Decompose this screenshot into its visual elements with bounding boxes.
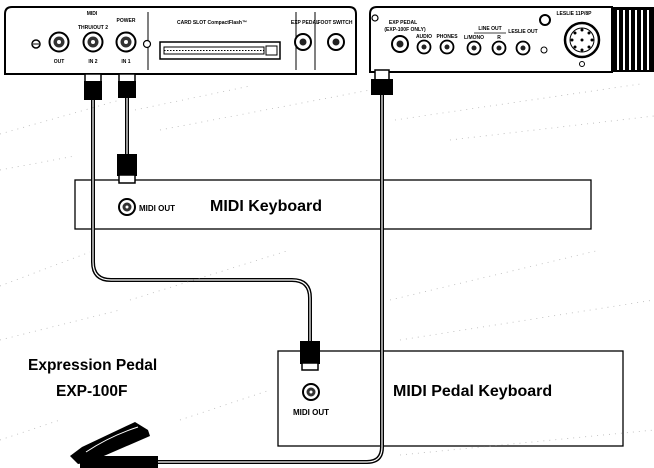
- background-dotted-lines: [0, 83, 654, 456]
- audio-jack[interactable]: [416, 39, 432, 55]
- line-type-label: LESLIE 11P/8P: [556, 11, 592, 17]
- rear-panel-right: EXP PEDAL (EXP-100F ONLY) AUDIO PHONES L…: [369, 6, 654, 73]
- screw-icon: [371, 14, 379, 22]
- exp-pedal-port-sublabel: (EXP-100F ONLY): [384, 27, 426, 33]
- line-out-l-jack[interactable]: [466, 40, 482, 56]
- plug-midi-in2: [84, 73, 102, 100]
- line-out-label: LINE OUT: [478, 26, 501, 32]
- midi-thru-label: THRU/OUT 2: [78, 25, 108, 31]
- midi-section-label: MIDI: [87, 11, 98, 17]
- cable-exp-pedal: [150, 93, 384, 464]
- midi-out-port[interactable]: [48, 31, 70, 53]
- midi-pedal-keyboard-box: [277, 350, 624, 447]
- expression-pedal-model-label: EXP-100F: [56, 383, 128, 400]
- midi-keyboard-box: [74, 179, 592, 230]
- plug-pedal-keyboard-midi-out: [300, 341, 320, 371]
- foot-switch-label: FOOT SWITCH: [318, 20, 353, 26]
- screw-icon: [540, 46, 548, 54]
- midi-out-port-label: OUT: [54, 59, 65, 65]
- midi-in-2-port[interactable]: [82, 31, 104, 53]
- midi-in-1-label: IN 1: [121, 59, 130, 65]
- power-switch-icon[interactable]: [539, 14, 551, 26]
- foot-switch-jack[interactable]: [327, 33, 345, 51]
- rear-panel-left: MIDI OUT THRU/OUT 2 IN 2 POWER IN 1 CARD…: [4, 6, 357, 75]
- midi-keyboard-label: MIDI Keyboard: [210, 198, 322, 215]
- leslie-out-jack[interactable]: [515, 40, 531, 56]
- plug-midi-in1: [118, 73, 136, 98]
- card-slot[interactable]: [159, 41, 281, 60]
- expression-pedal-icon: [70, 422, 158, 468]
- card-slot-label: CARD SLOT CompactFlash™: [177, 20, 247, 26]
- power-label: POWER: [117, 18, 136, 24]
- exp-pedal-port-label: EXP PEDAL: [389, 20, 417, 26]
- exp-pedal-input-jack[interactable]: [391, 35, 409, 53]
- phones-label: PHONES: [436, 34, 458, 40]
- line-out-r-label: R: [497, 35, 501, 41]
- pedal-keyboard-midi-out-label: MIDI OUT: [293, 408, 329, 417]
- cable-midi-in2-to-pedal-keyboard: [91, 99, 312, 342]
- screw-icon: [579, 61, 585, 67]
- screw-icon: [142, 39, 152, 49]
- pedal-keyboard-midi-out-jack[interactable]: [302, 383, 320, 401]
- vent-grille: [612, 7, 654, 72]
- exp-pedal-jack[interactable]: [294, 33, 312, 51]
- exp-pedal-label: EXP PEDAL: [291, 20, 319, 26]
- leslie-out-label: LESLIE OUT: [508, 29, 537, 35]
- line-out-r-jack[interactable]: [491, 40, 507, 56]
- phones-jack[interactable]: [439, 39, 455, 55]
- midi-in-1-port[interactable]: [115, 31, 137, 53]
- leslie-11-pin-connector[interactable]: [563, 21, 601, 59]
- plug-keyboard-midi-out: [117, 154, 137, 184]
- midi-in-2-label: IN 2: [88, 59, 97, 65]
- keyboard-midi-out-jack[interactable]: [118, 198, 136, 216]
- plug-exp-pedal-input: [371, 69, 393, 95]
- keyboard-midi-out-label: MIDI OUT: [139, 204, 175, 213]
- expression-pedal-label: Expression Pedal: [28, 357, 157, 374]
- line-out-l-label: L/MONO: [464, 35, 484, 41]
- midi-pedal-keyboard-label: MIDI Pedal Keyboard: [393, 383, 552, 400]
- audio-label: AUDIO: [416, 34, 432, 40]
